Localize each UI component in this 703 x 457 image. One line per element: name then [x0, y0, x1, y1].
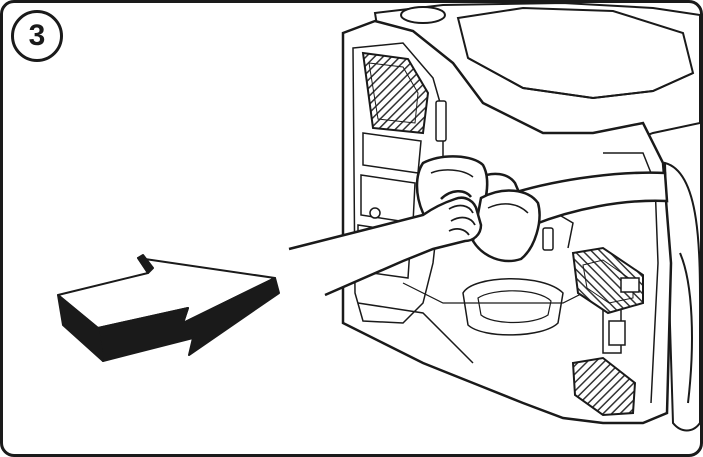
step-number: 3 [28, 19, 46, 52]
push-arrow-icon [57, 254, 280, 362]
filter-grille-right [571, 246, 644, 417]
hand-icon [288, 190, 483, 297]
step-badge: 3 [11, 10, 63, 62]
cleaning-illustration [57, 3, 700, 432]
